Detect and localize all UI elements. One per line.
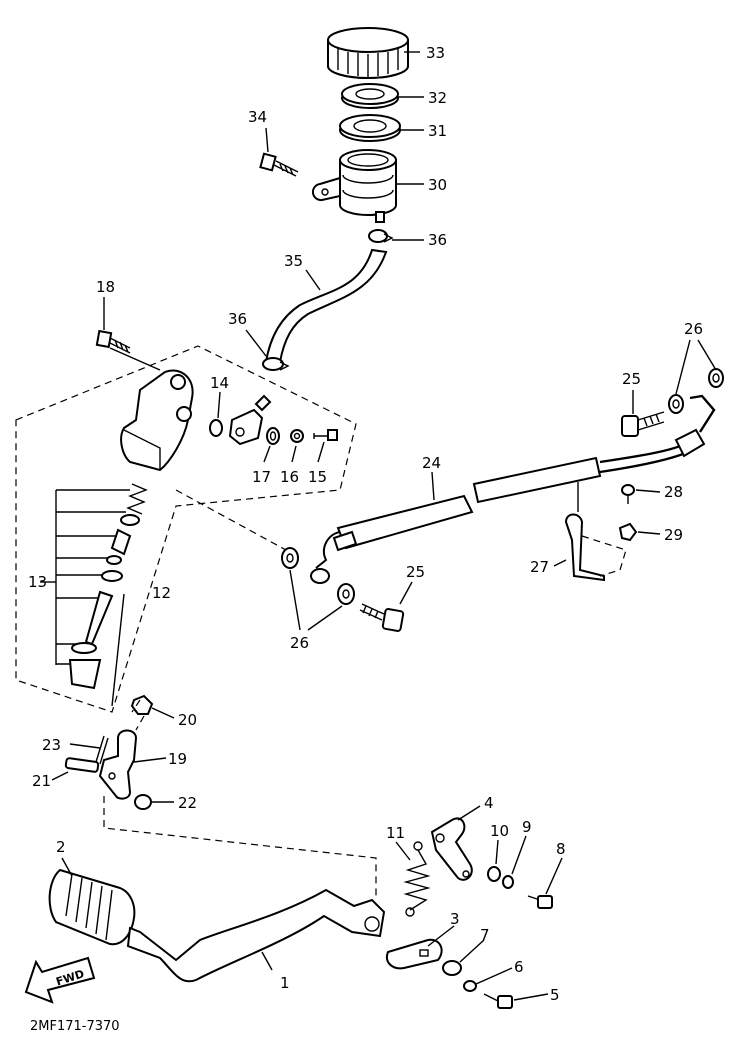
label-19: 19 xyxy=(168,750,187,768)
clip-9 xyxy=(502,875,514,889)
label-4: 4 xyxy=(484,794,494,812)
hose-guide-27 xyxy=(564,513,627,582)
dashed-outline-12 xyxy=(15,345,357,713)
label-22: 22 xyxy=(178,794,197,812)
master-cylinder-body xyxy=(120,369,194,472)
label-16: 16 xyxy=(280,468,299,486)
label-26-lower: 26 xyxy=(290,634,309,652)
clevis-19 xyxy=(98,729,138,800)
washer-10 xyxy=(487,866,501,882)
part-labels-extra: 28 29 27 xyxy=(530,483,683,576)
brake-pedal-1 xyxy=(126,888,386,983)
label-9: 9 xyxy=(522,818,532,836)
washers-26-lower xyxy=(281,547,355,605)
nut-29 xyxy=(618,522,638,542)
nut-22 xyxy=(134,794,152,810)
label-33: 33 xyxy=(426,44,445,62)
assembly-dashed-lines xyxy=(103,489,377,900)
nut-16 xyxy=(290,429,304,443)
reservoir-cap-33 xyxy=(327,27,409,79)
label-21: 21 xyxy=(32,772,51,790)
label-24: 24 xyxy=(422,454,441,472)
reservoir-tank-30 xyxy=(311,149,397,223)
label-34: 34 xyxy=(248,108,267,126)
washer-6 xyxy=(463,980,477,992)
label-8: 8 xyxy=(556,840,566,858)
bolt-25-upper xyxy=(621,411,665,437)
pin-21 xyxy=(64,757,100,773)
label-36-lower: 36 xyxy=(228,310,247,328)
hose-clip-36-upper xyxy=(368,229,394,243)
label-30: 30 xyxy=(428,176,447,194)
washers-26-upper xyxy=(668,368,724,414)
label-32: 32 xyxy=(428,89,447,107)
bolt-25-lower xyxy=(359,603,405,632)
label-6: 6 xyxy=(514,958,524,976)
label-11: 11 xyxy=(386,824,405,842)
label-25-lower: 25 xyxy=(406,563,425,581)
piston-kit-13 xyxy=(40,483,148,690)
screw-28 xyxy=(621,484,635,504)
label-18: 18 xyxy=(96,278,115,296)
label-20: 20 xyxy=(178,711,197,729)
brake-hose-24 xyxy=(310,394,716,584)
label-10: 10 xyxy=(490,822,509,840)
forward-arrow-icon: FWD xyxy=(24,956,96,1004)
figure-code: 2MF171-7370 xyxy=(30,1019,120,1034)
label-31: 31 xyxy=(428,122,447,140)
nut-20 xyxy=(130,694,154,715)
leader-lines xyxy=(51,51,717,1001)
bolt-5 xyxy=(483,993,513,1009)
label-7: 7 xyxy=(480,926,490,944)
label-36-upper: 36 xyxy=(428,231,447,249)
bolt-8 xyxy=(527,895,553,909)
plate-3 xyxy=(386,938,443,970)
label-23: 23 xyxy=(42,736,61,754)
hose-clip-36-lower xyxy=(262,357,290,371)
pedal-rubber-2 xyxy=(48,868,136,946)
label-3: 3 xyxy=(450,910,460,928)
label-35: 35 xyxy=(284,252,303,270)
diaphragm-plate-32 xyxy=(341,83,399,109)
label-29: 29 xyxy=(664,526,683,544)
label-14: 14 xyxy=(210,374,229,392)
spring-11 xyxy=(403,841,431,917)
label-25-upper: 25 xyxy=(622,370,641,388)
bolt-34 xyxy=(259,152,299,177)
hose-joint xyxy=(228,394,272,446)
o-ring-14 xyxy=(209,419,223,437)
label-26-upper: 26 xyxy=(684,320,703,338)
diaphragm-31 xyxy=(339,114,401,142)
bracket-4 xyxy=(430,817,473,881)
label-12: 12 xyxy=(152,584,171,602)
washer-17 xyxy=(266,427,280,445)
label-27-final: 27 xyxy=(530,558,549,576)
screw-15 xyxy=(313,429,338,441)
cotter-pin-23 xyxy=(95,735,109,765)
label-13: 13 xyxy=(28,573,47,591)
part-labels: 33 32 31 30 36 34 35 36 18 14 17 16 15 1… xyxy=(28,44,703,1034)
label-17: 17 xyxy=(252,468,271,486)
label-1: 1 xyxy=(280,974,290,992)
bolt-18 xyxy=(95,329,131,354)
label-28-final: 28 xyxy=(664,483,683,501)
label-2: 2 xyxy=(56,838,66,856)
label-15: 15 xyxy=(308,468,327,486)
label-5: 5 xyxy=(550,986,560,1004)
washer-7 xyxy=(442,960,462,976)
